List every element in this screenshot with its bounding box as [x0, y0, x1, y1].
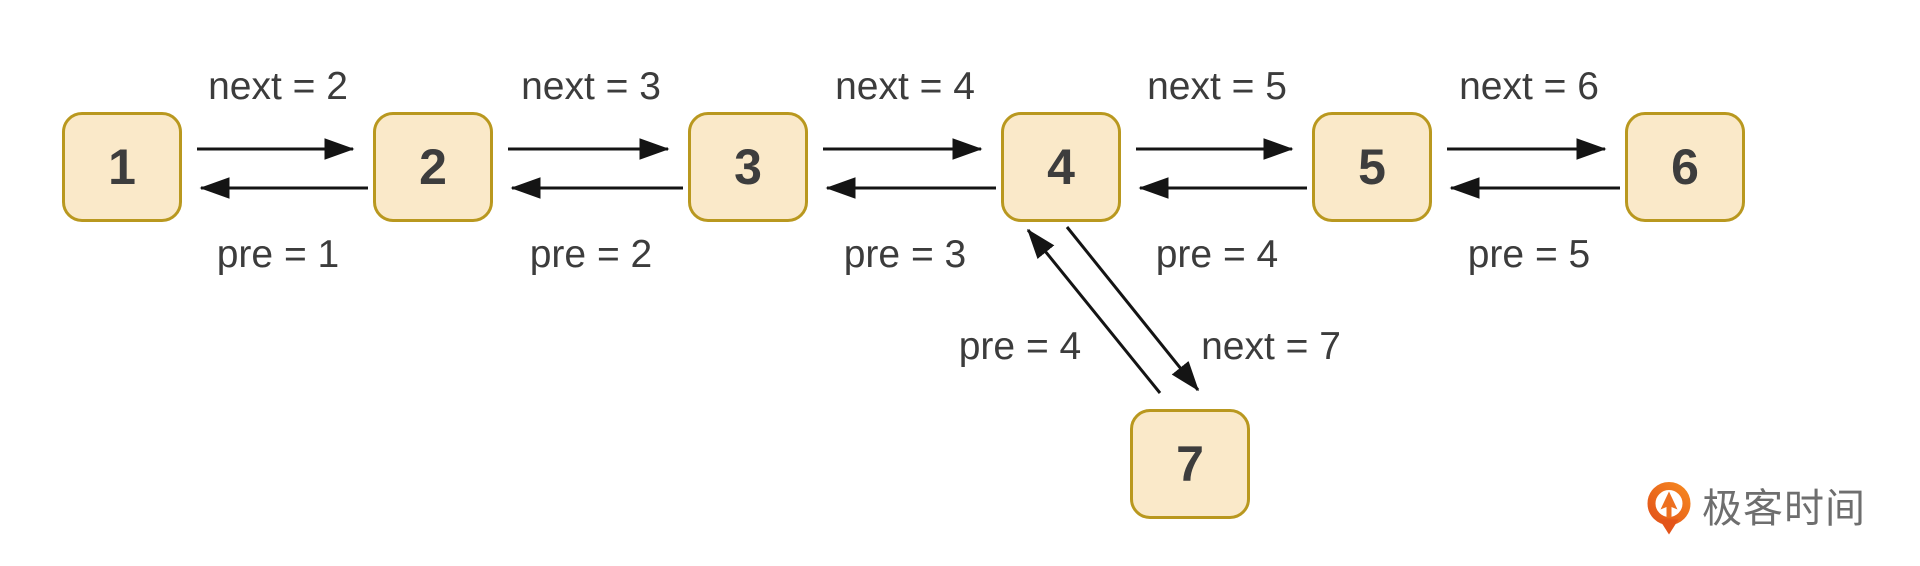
node-3: 3 — [688, 112, 808, 222]
pre-pointer-label-5-4: pre = 4 — [1155, 233, 1279, 276]
pre-pointer-label-6-5: pre = 5 — [1467, 233, 1591, 276]
arrow-pre-7-4 — [1026, 228, 1162, 394]
pre-pointer-label-3-2: pre = 2 — [529, 233, 653, 276]
node-2: 2 — [373, 112, 493, 222]
node-5: 5 — [1312, 112, 1432, 222]
next-pointer-label-1-2: next = 2 — [208, 65, 348, 108]
geektime-logo-text: 极客时间 — [1702, 487, 1866, 531]
next-pointer-label-4-5: next = 5 — [1147, 65, 1287, 108]
pre-pointer-label-2-1: pre = 1 — [216, 233, 340, 276]
node-4: 4 — [1001, 112, 1121, 222]
next-pointer-label-5-6: next = 6 — [1459, 65, 1599, 108]
insert-pre-pointer-label: pre = 4 — [958, 325, 1082, 368]
node-1: 1 — [62, 112, 182, 222]
pre-pointer-label-4-3: pre = 3 — [843, 233, 967, 276]
geektime-pin-icon — [1647, 482, 1691, 535]
node-6: 6 — [1625, 112, 1745, 222]
insert-next-pointer-label: next = 7 — [1201, 325, 1341, 368]
geektime-logo: 极客时间 — [1646, 482, 1866, 536]
next-pointer-label-2-3: next = 3 — [521, 65, 661, 108]
next-pointer-label-3-4: next = 4 — [835, 65, 975, 108]
node-7-inserted: 7 — [1130, 409, 1250, 519]
